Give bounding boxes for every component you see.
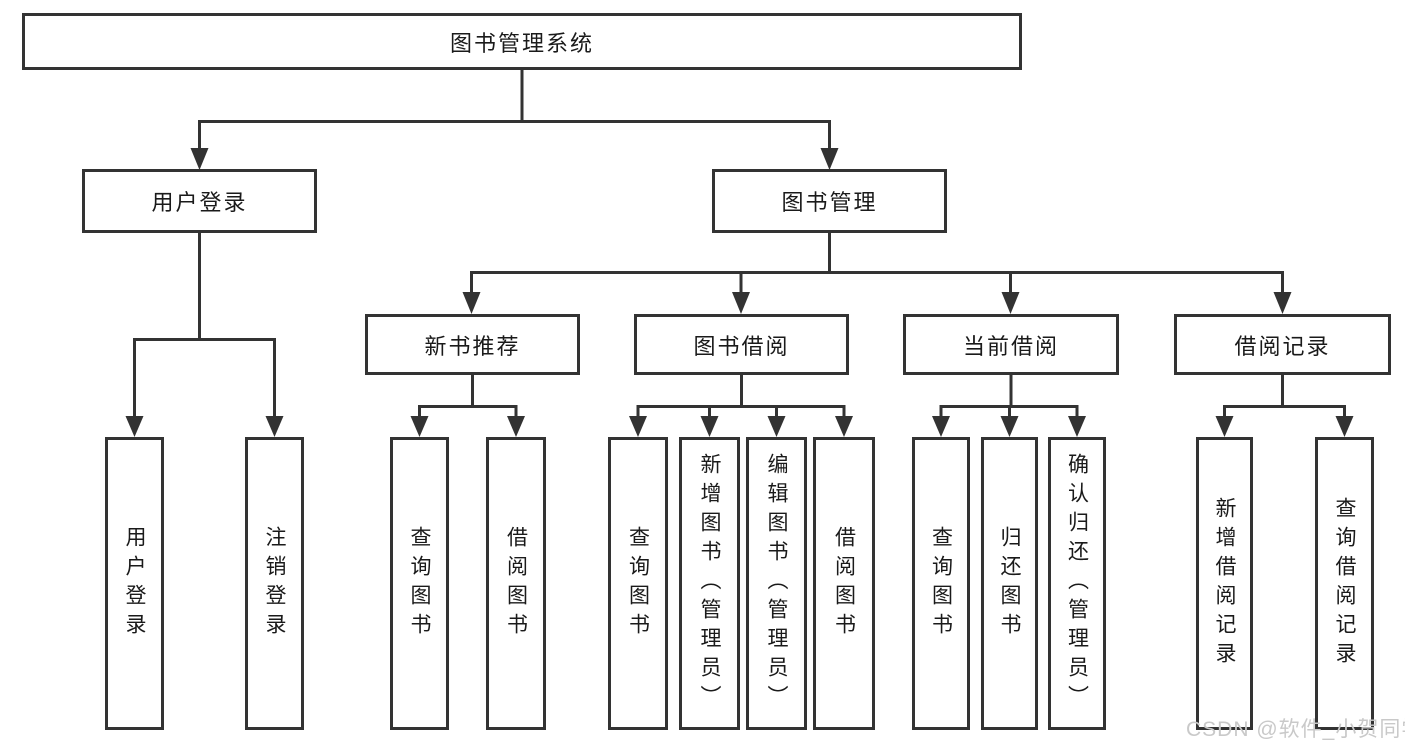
node-user-login-leaf: 用户登录 [105,437,164,730]
node-borrow-books-recommend: 借阅图书 [486,437,546,730]
node-query-books-current: 查询图书 [912,437,970,730]
connector-book-management-to-level3 [462,233,1292,314]
connector-user-login-children [125,233,284,437]
connector-borrowing-records-children [1215,375,1354,437]
node-add-borrow-record: 新增借阅记录 [1196,437,1253,730]
node-borrow-books: 借阅图书 [813,437,875,730]
connector-root-to-level2 [190,70,839,170]
node-add-books-admin: 新增图书（管理员） [679,437,740,730]
node-return-books: 归还图书 [981,437,1038,730]
node-current-borrowing: 当前借阅 [903,314,1119,375]
watermark: CSDN @软件_小贺同学 [1186,718,1405,741]
node-library-management-system: 图书管理系统 [22,13,1022,70]
node-book-management: 图书管理 [712,169,947,233]
connector-new-book-recommendation-children [410,375,525,437]
node-book-borrowing: 图书借阅 [634,314,849,375]
node-confirm-return-admin: 确认归还（管理员） [1048,437,1106,730]
node-logout: 注销登录 [245,437,304,730]
node-new-book-recommendation: 新书推荐 [365,314,580,375]
node-edit-books-admin: 编辑图书（管理员） [746,437,807,730]
node-query-borrow-record: 查询借阅记录 [1315,437,1374,730]
connector-book-borrowing-children [629,375,853,437]
node-query-books-recommend: 查询图书 [390,437,449,730]
connector-current-borrowing-children [932,375,1086,437]
node-user-login: 用户登录 [82,169,317,233]
node-borrowing-records: 借阅记录 [1174,314,1391,375]
node-query-books-borrowing: 查询图书 [608,437,668,730]
